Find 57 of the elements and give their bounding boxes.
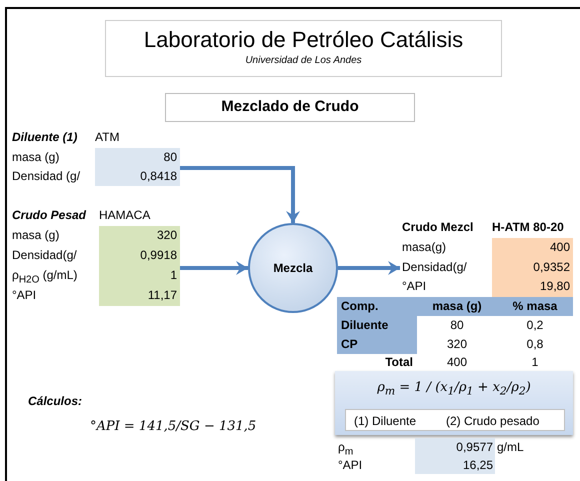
value-cell: 0,9577 <box>415 438 495 456</box>
field-label: °API <box>12 287 36 304</box>
field-label: ρ$_{H2O}$ (g/mL) <box>12 267 78 288</box>
value-cell: 11,17 <box>99 286 180 306</box>
field-label: ρ$_{m}$ <box>338 439 354 460</box>
block-heading: H-ATM 80-20 <box>492 219 564 236</box>
heading-text: Mezclado de Crudo <box>220 98 360 116</box>
legend-text: (1) Diluente <box>354 413 416 430</box>
section-heading: Cálculos: <box>28 393 82 410</box>
value-cell: 1 <box>99 266 180 286</box>
table-row-header: Diluente <box>337 316 417 335</box>
table-cell-text: 320 <box>446 336 468 353</box>
field-label: °API <box>402 278 426 295</box>
value-cell: 400 <box>492 238 573 258</box>
unit-text: g/mL <box>497 439 524 456</box>
section-title-box <box>165 93 415 122</box>
value-cell: 0,8418 <box>95 167 180 186</box>
block-heading: HAMACA <box>99 207 150 224</box>
legend-box <box>345 409 565 431</box>
field-label: masa(g) <box>402 239 446 256</box>
field-label: Densidad(g/ <box>402 258 467 276</box>
table-cell-text: 0,2 <box>526 317 544 334</box>
field-label: Densidad(g/ <box>12 247 77 264</box>
field-label: °API <box>338 457 362 474</box>
node-label: Mezcla <box>272 260 314 277</box>
value-cell: 320 <box>99 226 180 246</box>
field-label: Densidad (g/ <box>12 168 80 185</box>
table-header-cell: Comp. <box>337 297 417 316</box>
value-cell: 0,9352 <box>492 258 573 277</box>
value-cell: 0,9918 <box>99 246 180 266</box>
formula-panel <box>335 371 573 435</box>
table-cell-text: 1 <box>530 354 540 371</box>
arrow <box>338 261 400 275</box>
arrow <box>180 261 248 275</box>
value-cell: 16,25 <box>415 456 495 474</box>
block-heading: Diluente (1) <box>12 129 78 146</box>
table-header-cell: % masa <box>497 297 573 316</box>
table-header-cell: masa (g) <box>417 297 497 316</box>
formula-text: ρ$_{m}$ = 1 / (x$_{1}$/ρ$_{1}$ + x$_{2}$/ρ$_{2}$) <box>376 379 532 400</box>
value-cell: 80 <box>95 148 180 167</box>
table-cell-text: 0,8 <box>526 336 544 353</box>
block-heading: Crudo Pesad <box>12 207 86 224</box>
table-row-header: Total <box>384 354 413 371</box>
legend-text: (2) Crudo pesado <box>446 413 540 430</box>
block-heading: ATM <box>95 129 120 146</box>
subtitle-text: Universidad de Los Andes <box>244 54 363 68</box>
table-cell-text: 400 <box>446 354 468 371</box>
arrow <box>180 166 300 223</box>
field-label: masa (g) <box>12 149 60 166</box>
title-text: Laboratorio de Petróleo Catálisis <box>142 27 464 53</box>
field-label: masa (g) <box>12 227 60 244</box>
formula-text: °API = 141,5/SG − 131,5 <box>90 418 256 436</box>
table-row-header: CP <box>337 335 417 354</box>
value-cell: 19,80 <box>492 277 573 296</box>
header-box <box>105 20 502 77</box>
table-cell-text: 80 <box>449 317 465 334</box>
block-heading: Crudo Mezcl <box>402 219 474 236</box>
